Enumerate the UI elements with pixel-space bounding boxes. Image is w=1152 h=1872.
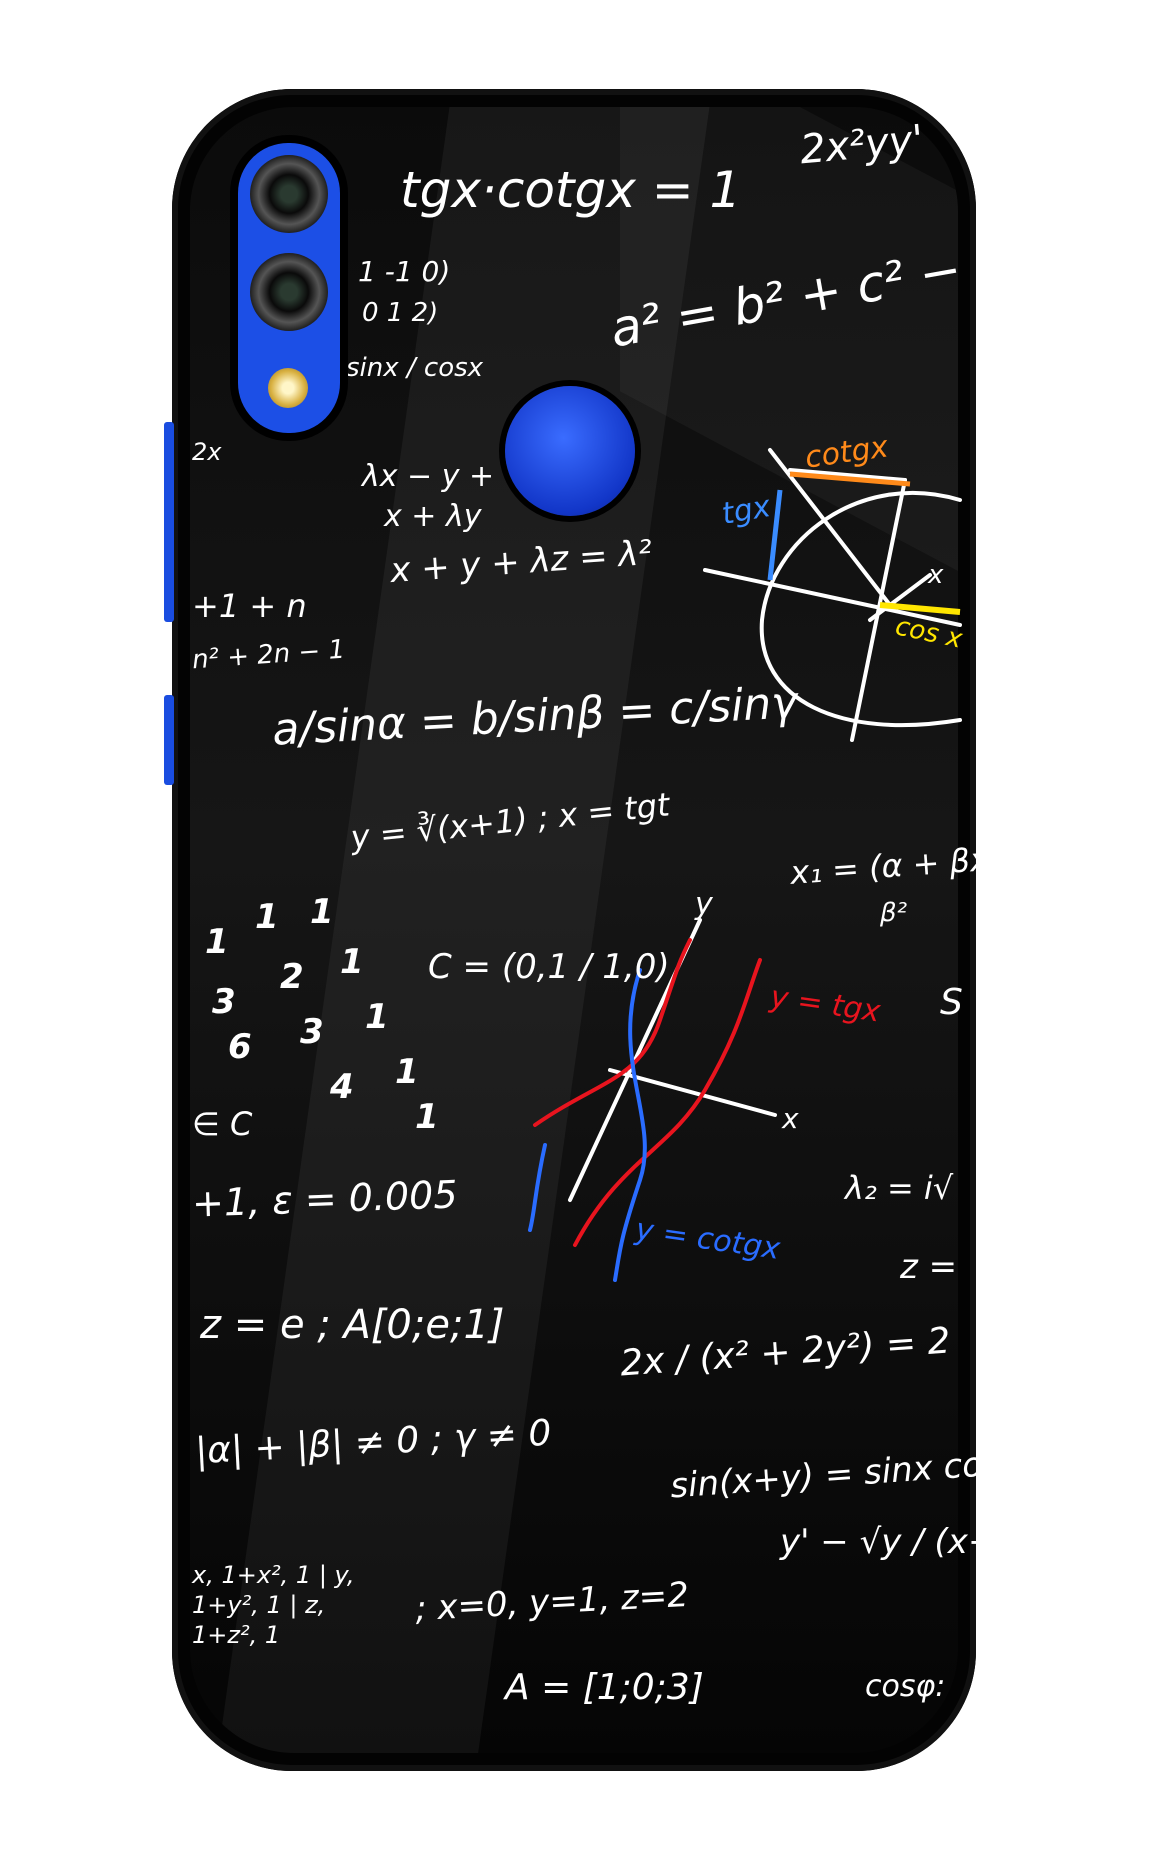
formula-lambda2: x + λy xyxy=(384,499,482,534)
formula-matrix-bottom: x, 1+x², 1 | y, 1+y², 1 | z, 1+z², 1 xyxy=(192,1561,355,1649)
formula-z-e: z = e ; A[0;e;1] xyxy=(200,1302,505,1348)
camera-lens-icon xyxy=(250,253,328,331)
camera-lens-icon xyxy=(250,155,328,233)
scattered-number: 1 xyxy=(395,1052,419,1092)
formula-z-right: z = xyxy=(900,1247,958,1287)
flash-icon xyxy=(268,368,308,408)
formula-matrix-c: C = (0,1 / 1,0) xyxy=(428,947,670,987)
volume-button-cutout xyxy=(164,422,174,622)
power-button-cutout xyxy=(164,695,174,785)
scattered-number: 1 xyxy=(340,942,364,982)
scattered-number: 1 xyxy=(310,892,334,932)
formula-a-vec: A = [1;0;3] xyxy=(505,1667,704,1708)
cot-curve-2 xyxy=(613,968,647,1282)
formula-s: S xyxy=(940,982,963,1023)
scattered-number: 2 xyxy=(280,957,304,997)
formula-left-2x: 2x xyxy=(192,438,222,466)
x-axis-line xyxy=(703,568,962,627)
cot-curve-1 xyxy=(528,1143,547,1232)
formula-beta: β² xyxy=(880,898,908,928)
graph-x-axis xyxy=(608,1068,777,1117)
scattered-number: 3 xyxy=(212,982,236,1022)
tan-curve-1 xyxy=(533,938,692,1127)
scattered-number: 1 xyxy=(255,897,279,937)
scattered-number: 1 xyxy=(415,1097,439,1137)
formula-matrix-top: 1 -1 0) xyxy=(358,255,451,288)
scattered-number: 1 xyxy=(365,997,389,1037)
formula-lambda1: λx − y + xyxy=(362,459,495,494)
formula-tg-cotg: tgx·cotgx = 1 xyxy=(400,161,742,219)
cos-segment xyxy=(879,602,961,615)
formula-matrix-top2: 0 1 2) xyxy=(362,298,439,328)
tan-cot-graph xyxy=(528,918,777,1282)
scattered-number: 3 xyxy=(300,1012,324,1052)
cotg-segment xyxy=(789,471,911,487)
y-axis-line xyxy=(850,478,907,742)
label-diagram-labels-tg: tgx xyxy=(719,489,774,532)
formula-lambda2i: λ₂ = i√ xyxy=(845,1169,954,1207)
label-diagram-labels-x: x xyxy=(928,560,944,590)
label-graph-labels-x: x xyxy=(782,1102,799,1135)
fingerprint-sensor-cutout xyxy=(505,386,635,516)
formula-y-prime: y' − √y / (x+2) = xyxy=(780,1522,1071,1562)
formula-cos-phi: cosφ: xyxy=(865,1669,946,1704)
scattered-number: 6 xyxy=(228,1027,252,1067)
circle-arc xyxy=(759,490,962,728)
scattered-number: 1 xyxy=(205,922,229,962)
formula-in-c: ∈ C xyxy=(192,1105,253,1143)
tangent-line xyxy=(788,468,907,482)
formula-sin-cos: sinx / cosx xyxy=(346,353,484,383)
formula-series: +1 + n xyxy=(192,587,307,625)
formula-epsilon: +1, ε = 0.005 xyxy=(191,1172,459,1226)
tan-curve-2 xyxy=(573,958,762,1247)
tg-segment xyxy=(767,489,783,581)
label-graph-labels-y: y xyxy=(695,887,713,922)
formula-top-right: 2x²yy' xyxy=(798,116,926,174)
diag-line xyxy=(868,573,932,622)
camera-module xyxy=(238,143,340,433)
scattered-number: 4 xyxy=(330,1067,354,1107)
